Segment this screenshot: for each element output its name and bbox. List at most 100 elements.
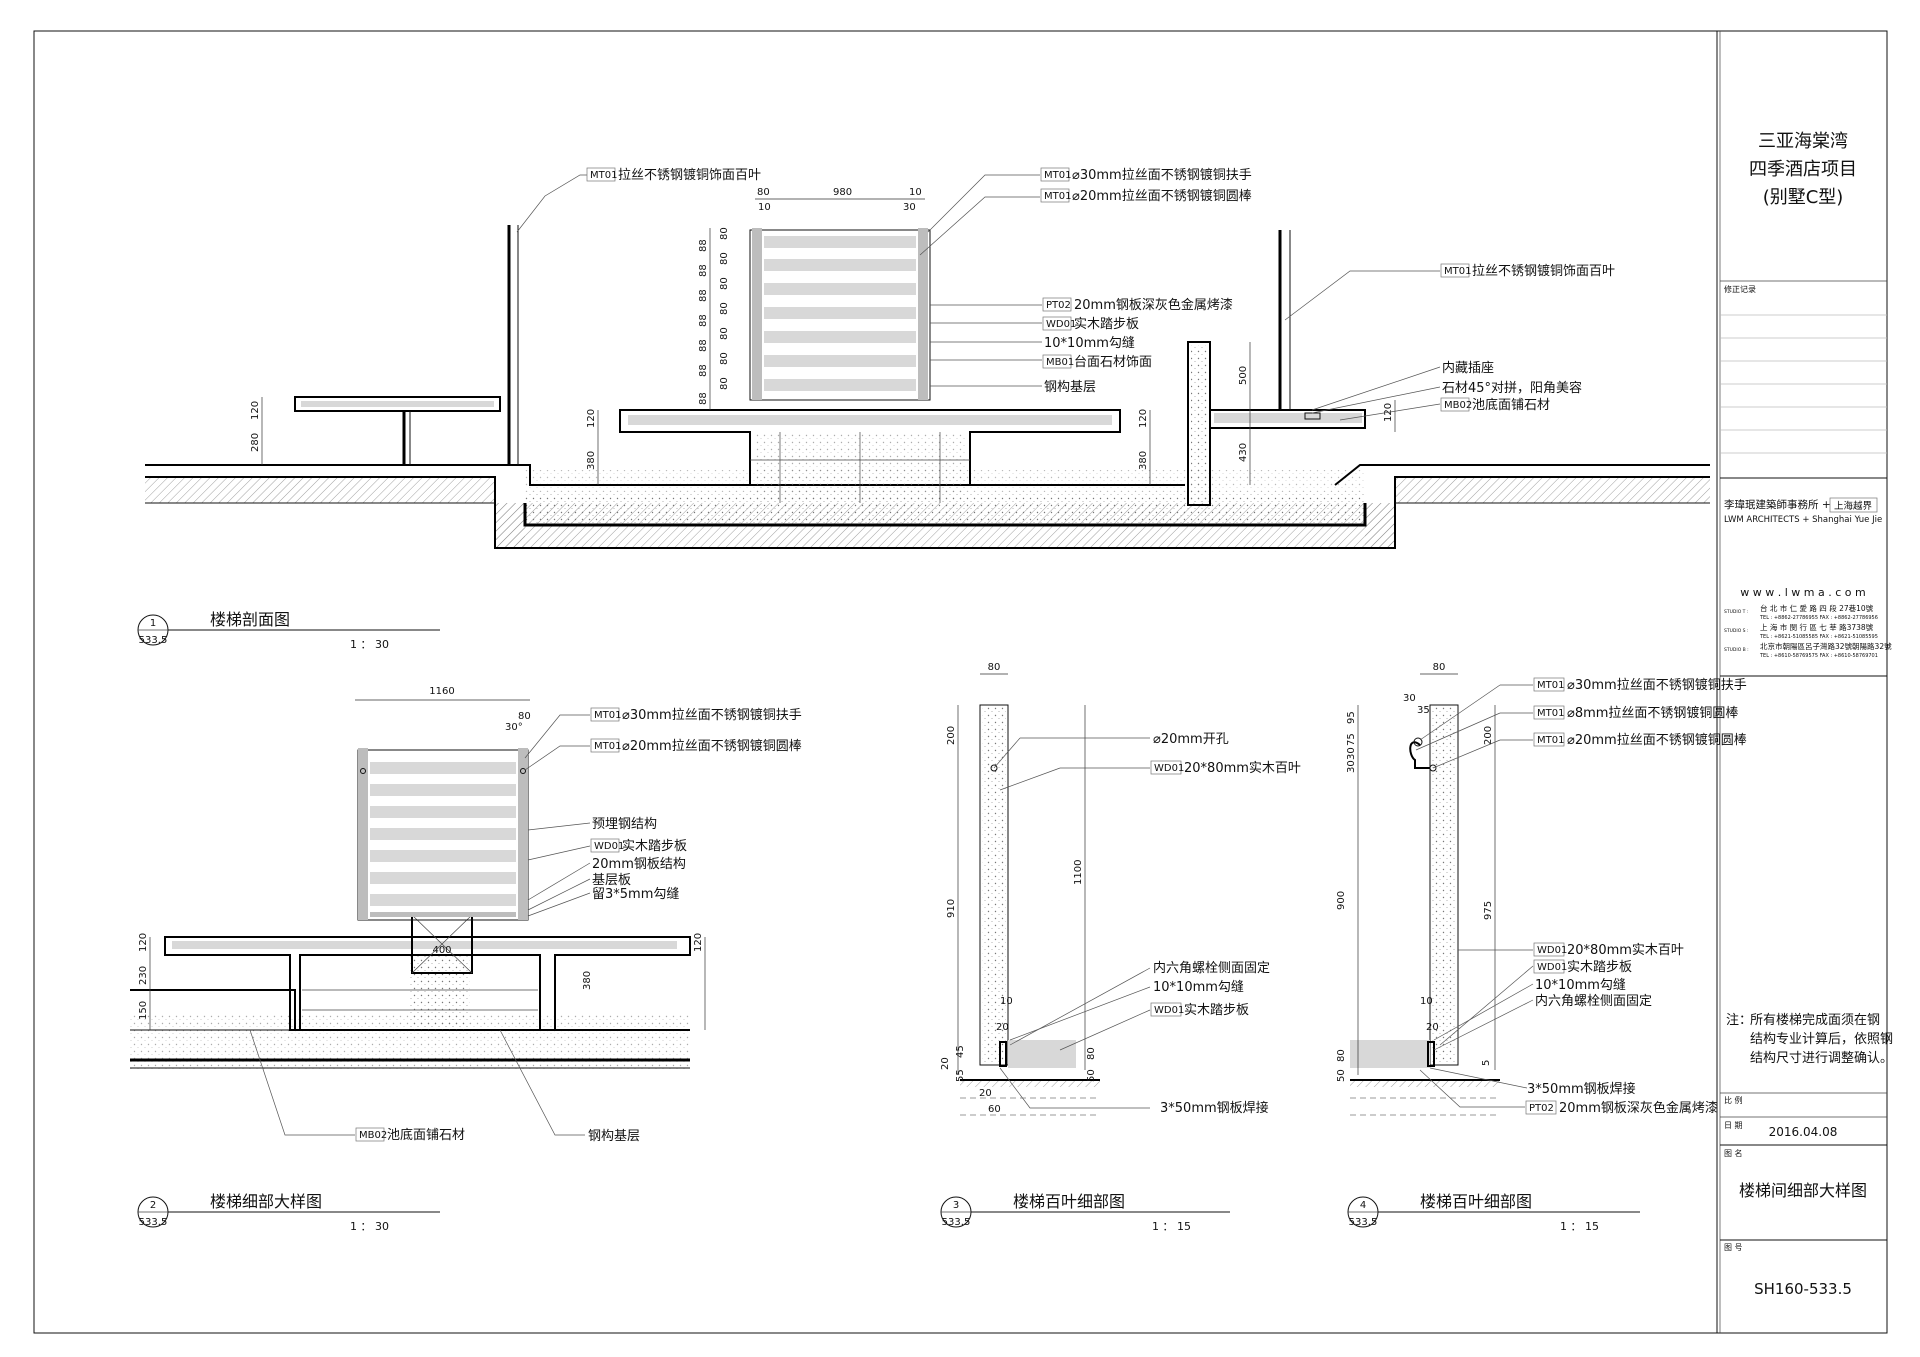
general-note: 注： 所有楼梯完成面须在钢 结构专业计算后，依照钢 结构尺寸进行调整确认。: [1726, 1013, 1893, 1066]
studio-addresses: STUDIO T : 台 北 市 仁 愛 路 四 段 27巷10號 TEL : …: [1724, 603, 1892, 659]
svg-text:⌀20mm拉丝面不锈钢镀铜圆棒: ⌀20mm拉丝面不锈钢镀铜圆棒: [1072, 188, 1252, 204]
svg-text:PT02: PT02: [1046, 300, 1071, 311]
svg-text:95: 95: [1346, 711, 1357, 724]
svg-text:533.5: 533.5: [942, 1217, 971, 1228]
svg-text:楼梯细部大样图: 楼梯细部大样图: [210, 1192, 322, 1211]
svg-text:533.5: 533.5: [1349, 1217, 1378, 1228]
drawing-name-label: 图 名: [1724, 1148, 1743, 1158]
svg-text:10: 10: [1420, 996, 1433, 1007]
svg-text:楼梯百叶细部图: 楼梯百叶细部图: [1420, 1192, 1532, 1211]
svg-text:1 ： 15: 1 ： 15: [1152, 1220, 1191, 1233]
svg-text:20: 20: [979, 1088, 992, 1099]
svg-text:拉丝不锈钢镀铜饰面百叶: 拉丝不锈钢镀铜饰面百叶: [618, 167, 761, 183]
firm-website: w w w . l w m a . c o m: [1740, 586, 1865, 599]
svg-text:WD01: WD01: [1154, 1005, 1184, 1016]
svg-text:注：: 注：: [1726, 1013, 1752, 1028]
svg-text:200: 200: [1483, 726, 1494, 745]
svg-text:MT01: MT01: [1444, 266, 1471, 277]
louvre-slats: [764, 236, 916, 391]
project-name-line3: (别墅C型): [1763, 187, 1844, 208]
svg-text:120: 120: [1138, 409, 1149, 428]
svg-text:MT01: MT01: [590, 170, 617, 181]
svg-text:⌀30mm拉丝面不锈钢镀铜扶手: ⌀30mm拉丝面不锈钢镀铜扶手: [1567, 677, 1747, 693]
svg-text:⌀30mm拉丝面不锈钢镀铜扶手: ⌀30mm拉丝面不锈钢镀铜扶手: [622, 707, 802, 723]
svg-text:STUDIO B :: STUDIO B :: [1724, 647, 1749, 653]
svg-text:80: 80: [719, 302, 730, 315]
svg-text:1160: 1160: [429, 686, 454, 697]
view4-title: 4 533.5 楼梯百叶细部图 1 ： 15: [1347, 1192, 1640, 1233]
svg-text:120: 120: [138, 933, 149, 952]
svg-text:⌀8mm拉丝面不锈钢镀铜圆棒: ⌀8mm拉丝面不锈钢镀铜圆棒: [1567, 705, 1738, 721]
svg-text:楼梯剖面图: 楼梯剖面图: [210, 610, 290, 629]
svg-text:120: 120: [693, 933, 704, 952]
svg-text:900: 900: [1336, 891, 1347, 910]
svg-text:400: 400: [432, 945, 451, 956]
firm-partner-cn: 上海越界: [1834, 500, 1873, 512]
svg-text:结构专业计算后，依照钢: 结构专业计算后，依照钢: [1750, 1032, 1893, 1047]
svg-text:30: 30: [1346, 747, 1357, 760]
svg-text:88: 88: [698, 264, 709, 277]
svg-text:60: 60: [988, 1104, 1001, 1115]
svg-text:88: 88: [698, 239, 709, 252]
svg-text:MT01: MT01: [1537, 708, 1564, 719]
svg-text:80: 80: [719, 377, 730, 390]
svg-text:50: 50: [1336, 1069, 1347, 1082]
view1-stair-section: 80 980 10 10 30 80 88 80 88 80 88 80 88 …: [137, 167, 1710, 651]
svg-text:88: 88: [698, 289, 709, 302]
svg-text:30: 30: [1346, 760, 1357, 773]
view2-labels: MT01 ⌀30mm拉丝面不锈钢镀铜扶手 MT01 ⌀20mm拉丝面不锈钢镀铜圆…: [355, 707, 802, 1144]
svg-text:80: 80: [988, 662, 1001, 673]
svg-text:45: 45: [955, 1045, 966, 1058]
svg-text:2: 2: [150, 1200, 156, 1211]
svg-text:80: 80: [719, 227, 730, 240]
view3-labels: ⌀20mm开孔 WD01 20*80mm实木百叶 内六角螺栓侧面固定 10*10…: [1150, 732, 1301, 1116]
svg-text:88: 88: [698, 392, 709, 405]
view2-slats: [370, 762, 516, 917]
svg-text:533.5: 533.5: [139, 635, 168, 646]
svg-text:WD01: WD01: [1537, 945, 1567, 956]
svg-text:80: 80: [719, 352, 730, 365]
svg-text:台 北 市 仁 愛 路 四 段 27巷10號: 台 北 市 仁 愛 路 四 段 27巷10號: [1760, 603, 1874, 613]
firm-name-en: LWM ARCHITECTS + Shanghai Yue Jie: [1724, 515, 1882, 525]
svg-text:200: 200: [946, 726, 957, 745]
svg-text:55: 55: [955, 1069, 966, 1082]
svg-text:3*50mm钢板焊接: 3*50mm钢板焊接: [1160, 1100, 1269, 1116]
svg-text:10*10mm勾缝: 10*10mm勾缝: [1535, 978, 1626, 993]
svg-text:MB01: MB01: [1046, 357, 1074, 368]
svg-text:80: 80: [1433, 662, 1446, 673]
date-label: 日 期: [1724, 1121, 1743, 1130]
svg-text:MT01: MT01: [1537, 680, 1564, 691]
svg-text:MT01: MT01: [1044, 191, 1071, 202]
svg-text:TEL : +8621-51085585 FAX : +: TEL : +8621-51085585 FAX : +8621-5108559…: [1759, 634, 1878, 640]
svg-text:MT01: MT01: [1537, 735, 1564, 746]
svg-text:380: 380: [1138, 451, 1149, 470]
svg-text:80: 80: [518, 711, 531, 722]
svg-text:10: 10: [909, 187, 922, 198]
svg-text:3: 3: [953, 1200, 959, 1211]
view2-stair-detail: 400 1160 80 30° 120 230 150 120 380: [130, 686, 802, 1233]
svg-text:30°: 30°: [505, 722, 523, 733]
view4-louvre-detail: 80 30 35 95 75 30 30 200 900 975 10 20 8…: [1336, 662, 1747, 1233]
svg-text:实木踏步板: 实木踏步板: [1567, 960, 1632, 975]
svg-text:MT01: MT01: [594, 710, 621, 721]
svg-text:北京市朝陽區呂子灣路32號朝陽路32號: 北京市朝陽區呂子灣路32號朝陽路32號: [1760, 641, 1892, 651]
svg-text:533.5: 533.5: [139, 1217, 168, 1228]
svg-text:WD01: WD01: [1046, 319, 1076, 330]
svg-text:钢构基层: 钢构基层: [1044, 380, 1096, 395]
svg-text:10*10mm勾缝: 10*10mm勾缝: [1044, 336, 1135, 351]
svg-text:上 海 市 閔 行 區 七 莘 路3738號: 上 海 市 閔 行 區 七 莘 路3738號: [1760, 622, 1874, 632]
svg-text:MB02: MB02: [1444, 400, 1472, 411]
svg-text:STUDIO S :: STUDIO S :: [1724, 628, 1748, 634]
view1-labels: MT01 拉丝不锈钢镀铜饰面百叶 MT01 ⌀30mm拉丝面不锈钢镀铜扶手 MT…: [586, 167, 1615, 413]
svg-text:975: 975: [1483, 901, 1494, 920]
svg-text:WD01: WD01: [1154, 763, 1184, 774]
svg-text:内六角螺栓侧面固定: 内六角螺栓侧面固定: [1535, 993, 1652, 1009]
svg-text:80: 80: [757, 187, 770, 198]
svg-text:50: 50: [1086, 1069, 1097, 1082]
svg-text:120: 120: [586, 409, 597, 428]
svg-text:500: 500: [1238, 366, 1249, 385]
svg-text:75: 75: [1346, 733, 1357, 746]
title-block: 三亚海棠湾 四季酒店项目 (别墅C型) 修正记录 李瑋珉建築師事務所 + 上海越…: [1720, 131, 1893, 1298]
svg-text:80: 80: [1336, 1049, 1347, 1062]
